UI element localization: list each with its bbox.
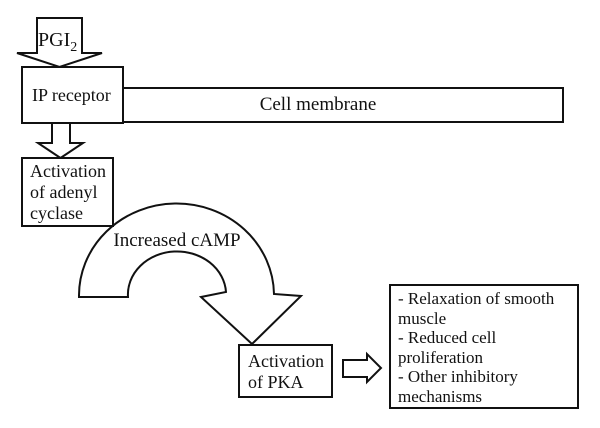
ip-receptor-label: IP receptor (32, 84, 111, 105)
cell-membrane-label: Cell membrane (259, 94, 377, 115)
effects-box: - Relaxation of smooth muscle - Reduced … (389, 284, 579, 409)
pka-box: Activation of PKA (238, 344, 333, 398)
adenyl-cyclase-box: Activation of adenyl cyclase (21, 157, 114, 227)
effects-line: proliferation (398, 347, 483, 367)
pka-line: Activation (248, 351, 324, 371)
camp-curved-block-arrow-icon (77, 202, 304, 346)
effects-line: muscle (398, 308, 447, 328)
pgi2-label-base: PGI (38, 29, 71, 51)
ip-receptor-box: IP receptor (21, 66, 124, 124)
increased-camp-label: Increased cAMP (113, 230, 241, 251)
receptor-to-adenyl-down-arrow-icon (34, 122, 87, 160)
effects-line: - Other inhibitory (398, 367, 518, 386)
effects-line: mechanisms (398, 386, 483, 406)
pgi2-label-subscript: 2 (70, 40, 78, 55)
pgi2-label: PGI2 (38, 29, 77, 55)
pgi2-down-block-arrow-icon (16, 17, 103, 69)
adenyl-cyclase-line: Activation (30, 161, 106, 181)
effects-line: - Relaxation of smooth (398, 289, 555, 308)
adenyl-cyclase-line: cyclase (30, 203, 83, 223)
effects-line: - Reduced cell (398, 328, 497, 347)
pka-to-effects-right-arrow-icon (342, 351, 383, 385)
adenyl-cyclase-line: of adenyl (30, 182, 98, 202)
pka-line: of PKA (248, 372, 304, 392)
cell-membrane-box: Cell membrane (122, 87, 564, 123)
